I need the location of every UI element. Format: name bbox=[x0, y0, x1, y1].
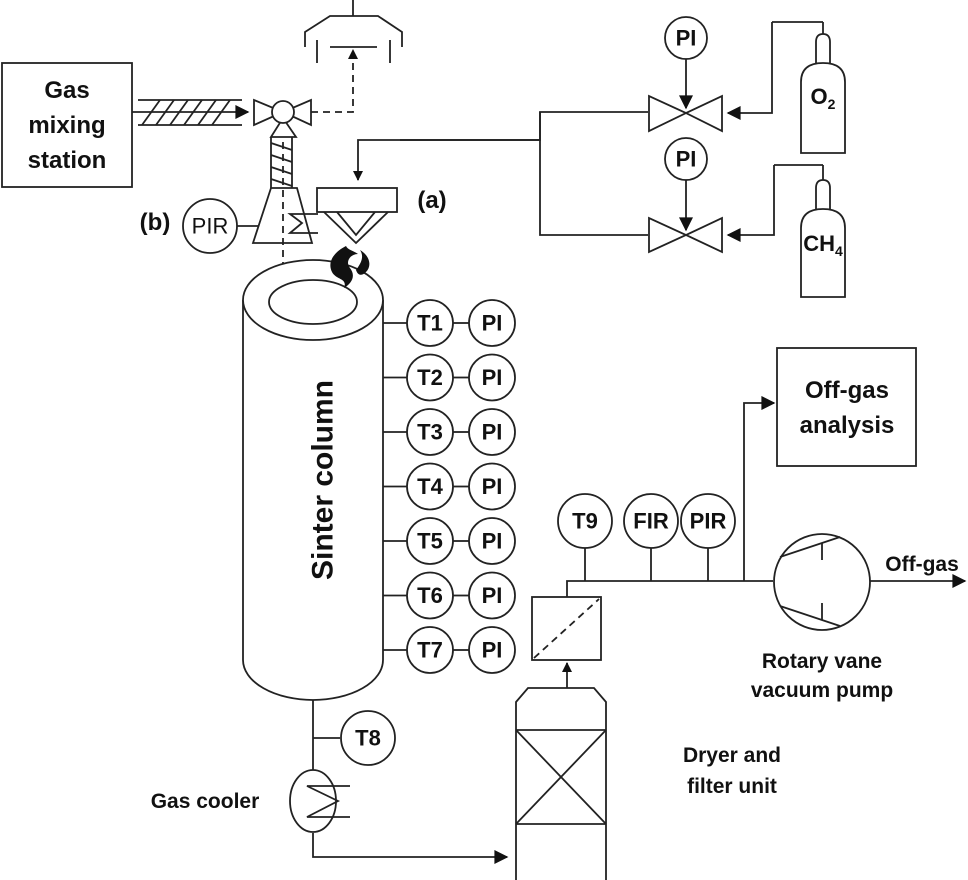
svg-text:T1: T1 bbox=[417, 311, 443, 336]
svg-text:T9: T9 bbox=[572, 509, 598, 534]
gas-supply-manifold bbox=[400, 111, 648, 236]
rotary-vane-pump bbox=[773, 533, 871, 631]
svg-text:T7: T7 bbox=[417, 638, 443, 663]
heater-sigma-icon bbox=[287, 213, 318, 234]
exhaust-dashed-line bbox=[311, 49, 358, 113]
heated-gas-line bbox=[132, 99, 250, 126]
ignition-hood bbox=[251, 142, 318, 295]
instrument-t8: T8 bbox=[340, 710, 396, 766]
instrument-temperature: T6 bbox=[406, 571, 454, 620]
off-gas-outlet-label: Off-gas bbox=[885, 553, 959, 576]
gas-mixing-station: Gas mixing station bbox=[1, 62, 133, 188]
instrument-temperature: T1 bbox=[406, 299, 454, 347]
sinter-column: Sinter column bbox=[242, 259, 384, 701]
svg-text:PI: PI bbox=[482, 529, 503, 554]
svg-text:FIR: FIR bbox=[633, 509, 669, 534]
instrument-pressure: PI bbox=[468, 517, 516, 565]
analysis-label-2: analysis bbox=[800, 412, 895, 439]
svg-text:T3: T3 bbox=[417, 420, 443, 445]
instrument-o2-pi: PI bbox=[664, 16, 708, 60]
instrument-temperature: T3 bbox=[406, 408, 454, 456]
dryer-filter-unit bbox=[515, 662, 607, 880]
svg-text:PI: PI bbox=[676, 147, 697, 172]
svg-text:PI: PI bbox=[482, 311, 503, 336]
svg-text:T5: T5 bbox=[417, 529, 443, 554]
svg-text:T6: T6 bbox=[417, 583, 443, 608]
analysis-label-1: Off-gas bbox=[805, 377, 889, 404]
instrument-temperature: T4 bbox=[406, 462, 454, 511]
flame-icon bbox=[330, 246, 370, 288]
svg-text:PIR: PIR bbox=[690, 509, 727, 534]
instrument-pressure: PI bbox=[468, 571, 516, 620]
svg-text:T4: T4 bbox=[417, 474, 443, 499]
offgas-instruments: T9 FIR PIR bbox=[557, 493, 736, 549]
gas-cooler-label: Gas cooler bbox=[151, 790, 260, 813]
column-instrument-row: T4 PI bbox=[383, 462, 516, 511]
dryer-label-2: filter unit bbox=[687, 775, 777, 798]
svg-text:PI: PI bbox=[676, 26, 697, 51]
pump-label-2: vacuum pump bbox=[751, 679, 893, 702]
column-instrument-row: T5 PI bbox=[383, 517, 516, 565]
instrument-temperature: T5 bbox=[406, 517, 454, 565]
ch4-cylinder: CH4 bbox=[800, 165, 846, 298]
bottom-outlet-line bbox=[312, 700, 509, 864]
svg-text:T2: T2 bbox=[417, 365, 443, 390]
instrument-hood-pir: PIR bbox=[182, 198, 238, 254]
svg-text:PIR: PIR bbox=[192, 214, 229, 239]
column-instrument-row: T6 PI bbox=[383, 571, 516, 620]
column-instrument-row: T7 PI bbox=[383, 626, 516, 674]
marker-a: (a) bbox=[417, 187, 446, 214]
pump-label-1: Rotary vane bbox=[762, 650, 882, 673]
svg-text:PI: PI bbox=[482, 365, 503, 390]
instrument-temperature: T2 bbox=[406, 353, 454, 402]
o2-valve bbox=[648, 21, 823, 133]
column-instrument-row: T3 PI bbox=[383, 408, 516, 456]
marker-b: (b) bbox=[140, 209, 171, 236]
ch4-valve bbox=[648, 164, 823, 254]
ch4-label: CH4 bbox=[803, 231, 843, 259]
instrument-offgas-pir: PIR bbox=[680, 493, 736, 549]
off-gas-analysis: Off-gas analysis bbox=[776, 347, 917, 467]
sinter-column-label: Sinter column bbox=[307, 380, 340, 580]
svg-text:PI: PI bbox=[482, 420, 503, 445]
burner bbox=[316, 112, 541, 245]
instrument-pressure: PI bbox=[468, 299, 516, 347]
instrument-offgas-t9: T9 bbox=[557, 493, 613, 549]
cooler-coil-icon bbox=[306, 785, 350, 818]
svg-text:PI: PI bbox=[482, 474, 503, 499]
fine-filter bbox=[531, 596, 602, 661]
instrument-ch4-pi: PI bbox=[664, 137, 708, 181]
gas-mixing-label-2: mixing bbox=[28, 112, 105, 139]
gas-cooler bbox=[289, 769, 350, 833]
column-instrument-row: T1 PI bbox=[383, 299, 516, 347]
instrument-pressure: PI bbox=[468, 408, 516, 456]
heated-riser bbox=[270, 137, 293, 188]
o2-cylinder: O2 bbox=[800, 22, 846, 154]
exhaust-hood bbox=[304, 0, 403, 63]
instrument-pressure: PI bbox=[468, 626, 516, 674]
instrument-offgas-fir: FIR bbox=[623, 493, 679, 549]
o2-label: O2 bbox=[811, 84, 836, 112]
instrument-pressure: PI bbox=[468, 353, 516, 402]
dryer-label-1: Dryer and bbox=[683, 744, 781, 767]
three-way-valve bbox=[253, 98, 312, 138]
gas-mixing-label-3: station bbox=[28, 147, 107, 174]
instrument-temperature: T7 bbox=[406, 626, 454, 674]
svg-text:PI: PI bbox=[482, 583, 503, 608]
instrument-pressure: PI bbox=[468, 462, 516, 511]
gas-mixing-label-1: Gas bbox=[44, 77, 89, 104]
svg-text:PI: PI bbox=[482, 638, 503, 663]
svg-text:T8: T8 bbox=[355, 726, 381, 751]
column-instrument-row: T2 PI bbox=[383, 353, 516, 402]
